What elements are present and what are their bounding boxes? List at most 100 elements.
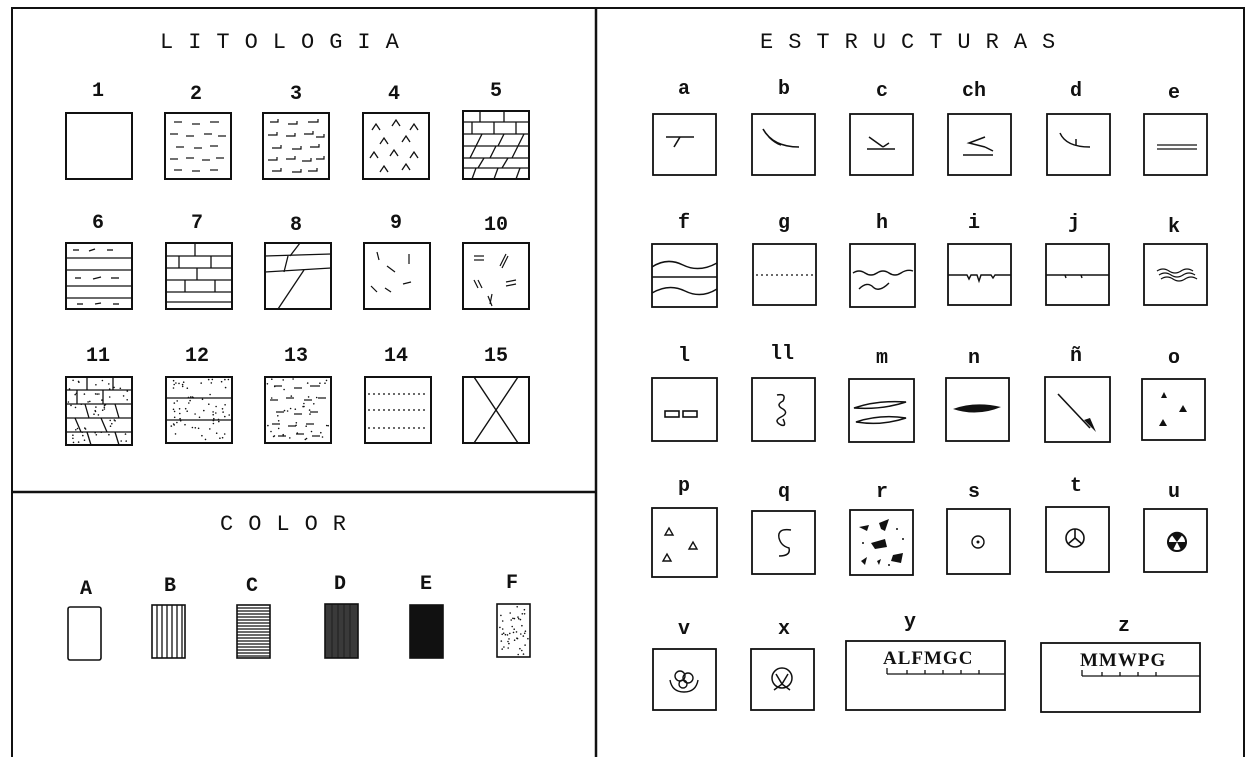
lito-label-7: 7 bbox=[167, 212, 227, 235]
estr-y-text: ALFMGC bbox=[883, 648, 973, 670]
lito-label-3: 3 bbox=[266, 83, 326, 106]
color-label-a: A bbox=[56, 578, 116, 601]
lito-symbol-7-limestone bbox=[165, 242, 233, 310]
color-label-f: F bbox=[482, 572, 542, 595]
lito-symbol-15-covered bbox=[462, 376, 530, 444]
estr-label-ntilde: ñ bbox=[1046, 345, 1106, 368]
estr-symbol-k-ripple-lamination bbox=[1143, 243, 1209, 307]
estructuras-title: ESTRUCTURAS bbox=[760, 30, 1070, 55]
estr-label-m: m bbox=[852, 347, 912, 370]
estr-label-d: d bbox=[1046, 80, 1106, 103]
estr-label-x: x bbox=[754, 618, 814, 641]
color-swatch-d-crosshatch bbox=[324, 603, 360, 660]
lito-symbol-14-dotted-beds bbox=[364, 376, 432, 444]
lito-label-13: 13 bbox=[266, 345, 326, 368]
lito-symbol-1-blank bbox=[65, 112, 133, 180]
estr-label-z: z bbox=[1094, 615, 1154, 638]
lito-symbol-2-shale bbox=[164, 112, 232, 180]
lito-symbol-6-interbedded bbox=[65, 242, 133, 310]
estr-symbol-r-clasts bbox=[849, 509, 915, 577]
estr-label-j: j bbox=[1044, 212, 1104, 235]
estr-label-b: b bbox=[754, 78, 814, 101]
lito-label-2: 2 bbox=[166, 83, 226, 106]
color-swatch-a-white bbox=[67, 606, 103, 662]
estr-symbol-q-s-shape bbox=[751, 510, 817, 576]
estr-label-f: f bbox=[654, 212, 714, 235]
estr-label-u: u bbox=[1144, 481, 1204, 504]
estr-symbol-ntilde-arrow bbox=[1044, 376, 1112, 444]
estr-symbol-e-parallel-lamination bbox=[1143, 113, 1209, 177]
estr-label-y: y bbox=[880, 611, 940, 634]
estr-label-l: l bbox=[654, 345, 714, 368]
estr-symbol-ll-convolute bbox=[751, 377, 817, 443]
estr-label-s: s bbox=[944, 481, 1004, 504]
estr-label-n: n bbox=[944, 347, 1004, 370]
estr-label-v: v bbox=[654, 618, 714, 641]
color-label-d: D bbox=[310, 573, 370, 596]
lito-label-6: 6 bbox=[68, 212, 128, 235]
lito-symbol-13-sandy-shale bbox=[264, 376, 332, 444]
lito-label-5: 5 bbox=[466, 80, 526, 103]
lito-symbol-4-volcanic bbox=[362, 112, 430, 180]
estr-label-a: a bbox=[654, 78, 714, 101]
estr-label-q: q bbox=[754, 481, 814, 504]
lito-label-4: 4 bbox=[364, 83, 424, 106]
lito-label-1: 1 bbox=[68, 80, 128, 103]
estr-label-g: g bbox=[754, 212, 814, 235]
estr-symbol-v-algal-colony bbox=[652, 648, 718, 712]
estr-symbol-l-lenses bbox=[651, 377, 719, 443]
estr-symbol-i-stylolite bbox=[947, 243, 1013, 307]
lito-label-11: 11 bbox=[68, 345, 128, 368]
estr-label-c: c bbox=[852, 80, 912, 103]
estr-symbol-u-trefoil bbox=[1143, 508, 1209, 574]
color-title: COLOR bbox=[220, 512, 361, 537]
estr-label-t: t bbox=[1046, 475, 1106, 498]
estr-symbol-ch-wedge bbox=[947, 113, 1013, 177]
estr-symbol-d-curved-lamina bbox=[1046, 113, 1112, 177]
estr-label-ch: ch bbox=[944, 80, 1004, 103]
lito-symbol-11-sandy-limestone bbox=[65, 376, 133, 446]
estr-symbol-j-contact-line bbox=[1045, 243, 1111, 307]
color-swatch-c-horizontal-lines bbox=[236, 604, 272, 660]
lito-label-10: 10 bbox=[466, 214, 526, 237]
estr-symbol-n-lens bbox=[945, 377, 1011, 443]
color-label-b: B bbox=[140, 575, 200, 598]
estr-symbol-t-fossil bbox=[1045, 506, 1111, 574]
color-swatch-b-vertical-lines bbox=[151, 604, 187, 660]
estr-symbol-c-dip-symbol bbox=[849, 113, 915, 177]
estr-symbol-p-open-triangles bbox=[651, 507, 719, 579]
estr-symbol-g-gradational-contact bbox=[752, 243, 818, 307]
estr-symbol-a-strike-dip bbox=[652, 113, 718, 177]
color-label-c: C bbox=[222, 575, 282, 598]
estr-symbol-f-wavy-beds bbox=[651, 243, 719, 309]
estr-label-i: i bbox=[944, 212, 1004, 235]
color-label-e: E bbox=[396, 573, 456, 596]
estr-label-p: p bbox=[654, 475, 714, 498]
estr-label-k: k bbox=[1144, 216, 1204, 239]
estr-symbol-h-erosional-contact bbox=[849, 243, 917, 309]
lito-symbol-8-fractured bbox=[264, 242, 332, 310]
lito-symbol-9-fragments bbox=[363, 242, 431, 310]
estr-label-e: e bbox=[1144, 82, 1204, 105]
estr-symbol-m-lenticular bbox=[848, 378, 916, 444]
estr-label-ll: ll bbox=[752, 343, 812, 366]
estr-symbol-s-circle-dot bbox=[946, 508, 1012, 576]
lito-label-9: 9 bbox=[366, 212, 426, 235]
lito-label-15: 15 bbox=[466, 345, 526, 368]
estr-label-h: h bbox=[852, 212, 912, 235]
lito-symbol-5-dolomite bbox=[462, 110, 530, 180]
lito-symbol-12-sandstone bbox=[165, 376, 233, 444]
litologia-title: LITOLOGIA bbox=[160, 30, 414, 55]
lito-label-14: 14 bbox=[366, 345, 426, 368]
estr-label-o: o bbox=[1144, 347, 1204, 370]
lito-symbol-10-veins bbox=[462, 242, 530, 310]
lito-symbol-3-calcareous-shale bbox=[262, 112, 330, 180]
estr-label-r: r bbox=[852, 481, 912, 504]
lito-label-8: 8 bbox=[266, 214, 326, 237]
estr-z-text: MMWPG bbox=[1080, 650, 1166, 672]
estr-symbol-b-cross-bedding bbox=[751, 113, 817, 177]
color-swatch-f-dotted bbox=[496, 603, 532, 659]
color-swatch-e-black bbox=[409, 604, 445, 660]
lito-label-12: 12 bbox=[167, 345, 227, 368]
estr-symbol-o-solid-triangles bbox=[1141, 378, 1207, 442]
